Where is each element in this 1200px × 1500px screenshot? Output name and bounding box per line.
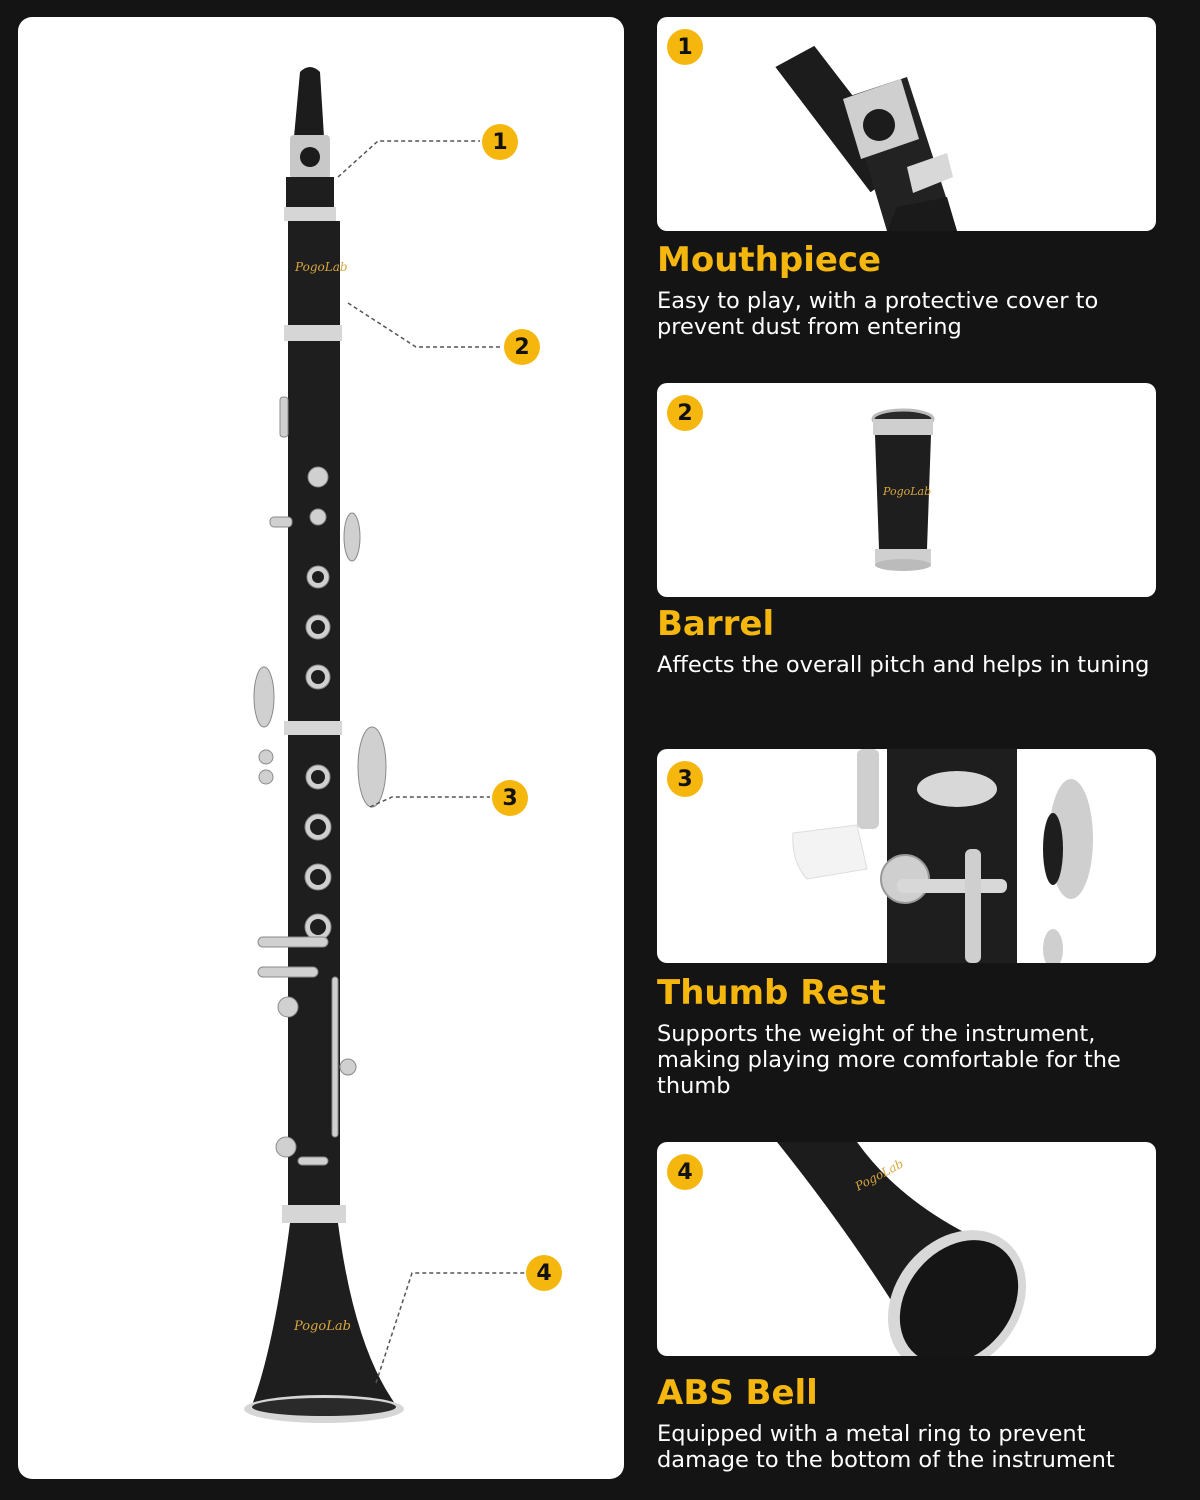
clarinet-illustration [244,67,526,1423]
callout-badge-2: 2 [504,329,540,365]
bell-illustration [777,1142,1027,1356]
feature-description: Affects the overall pitch and helps in t… [657,652,1150,678]
callout-badge-4: 4 [526,1255,562,1291]
brand-logo: PogoLab [883,485,932,498]
feature-title: Barrel [657,604,775,644]
barrel-illustration [871,408,935,571]
thumb-rest-illustration [792,749,1093,963]
bell-image-card: 4 PogoLab [657,1142,1156,1356]
callout-badge-1: 1 [482,124,518,160]
brand-logo: PogoLab [295,260,348,274]
thumb-rest-image-card: 3 [657,749,1156,963]
clarinet-image-panel: PogoLab PogoLab 1 2 3 4 [18,17,624,1479]
callout-badge-3: 3 [492,780,528,816]
feature-title: Mouthpiece [657,240,882,280]
feature-number-badge: 4 [667,1154,703,1190]
feature-description: Equipped with a metal ring to prevent da… [657,1421,1115,1473]
brand-logo: PogoLab [294,1319,351,1334]
barrel-image-card: 2 PogoLab [657,383,1156,597]
feature-description: Supports the weight of the instrument, m… [657,1021,1121,1099]
feature-number-badge: 2 [667,395,703,431]
feature-number-badge: 3 [667,761,703,797]
mouthpiece-image-card: 1 [657,17,1156,231]
feature-description: Easy to play, with a protective cover to… [657,288,1099,340]
mouthpiece-illustration [775,45,957,231]
feature-number-badge: 1 [667,29,703,65]
feature-title: Thumb Rest [657,973,886,1013]
feature-title: ABS Bell [657,1373,818,1413]
